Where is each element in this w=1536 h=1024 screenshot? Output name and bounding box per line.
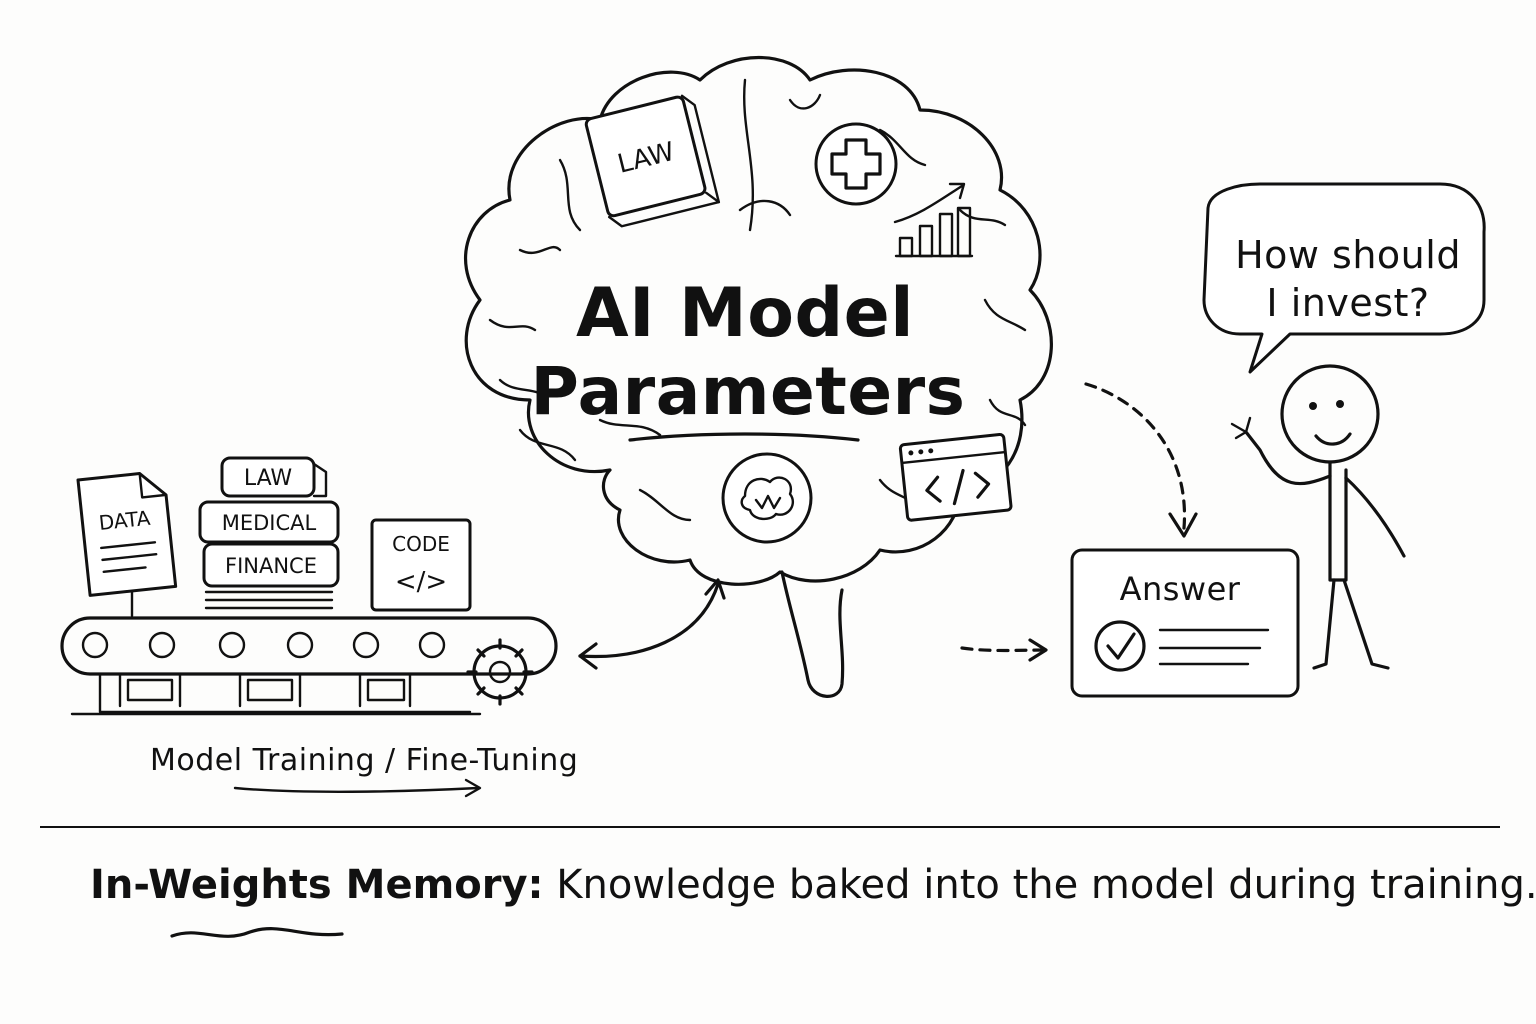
code-window-icon: [900, 434, 1011, 520]
training-arrow: [235, 788, 478, 792]
brain-title-line2: Parameters: [531, 353, 966, 430]
book-stack: LAW MEDICAL FINANCE: [200, 458, 338, 608]
gear-icon: [468, 640, 532, 704]
training-conveyor: DATA LAW MEDICAL FINANCE CODE </>: [62, 458, 556, 714]
brain-title-line1: AI Model: [576, 274, 914, 353]
speech-line1: How should: [1235, 233, 1461, 277]
brain-to-answer-arrow: [1086, 384, 1184, 528]
code-box: CODE </>: [372, 520, 470, 610]
answer-card: Answer: [1072, 550, 1298, 696]
training-link-arrow: [580, 580, 724, 668]
data-document-icon: DATA: [78, 471, 176, 595]
caption-text: Knowledge baked into the model during tr…: [544, 862, 1536, 908]
person-head: [1282, 366, 1378, 462]
growth-chart-icon: [895, 184, 972, 256]
title-underline: [630, 434, 858, 440]
book-label-medical: MEDICAL: [222, 511, 317, 535]
caption-underline: [172, 929, 342, 937]
book-label-law: LAW: [244, 466, 293, 491]
caption: In-Weights Memory: Knowledge baked into …: [90, 862, 1490, 908]
answer-title: Answer: [1120, 570, 1241, 608]
conveyor-belt: [62, 618, 556, 674]
code-box-symbol: </>: [395, 567, 447, 597]
speech-bubble: How should I invest?: [1204, 184, 1484, 372]
speech-line2: I invest?: [1266, 281, 1429, 325]
medical-cross-icon: [816, 124, 896, 204]
law-book-icon: LAW: [585, 93, 719, 228]
code-box-label: CODE: [392, 532, 450, 556]
caption-term: In-Weights Memory:: [90, 862, 544, 908]
training-label: Model Training / Fine-Tuning: [150, 743, 578, 778]
recall-arrow: [962, 648, 1044, 651]
book-label-finance: FINANCE: [225, 554, 317, 578]
brain-badge-icon: [723, 454, 811, 542]
